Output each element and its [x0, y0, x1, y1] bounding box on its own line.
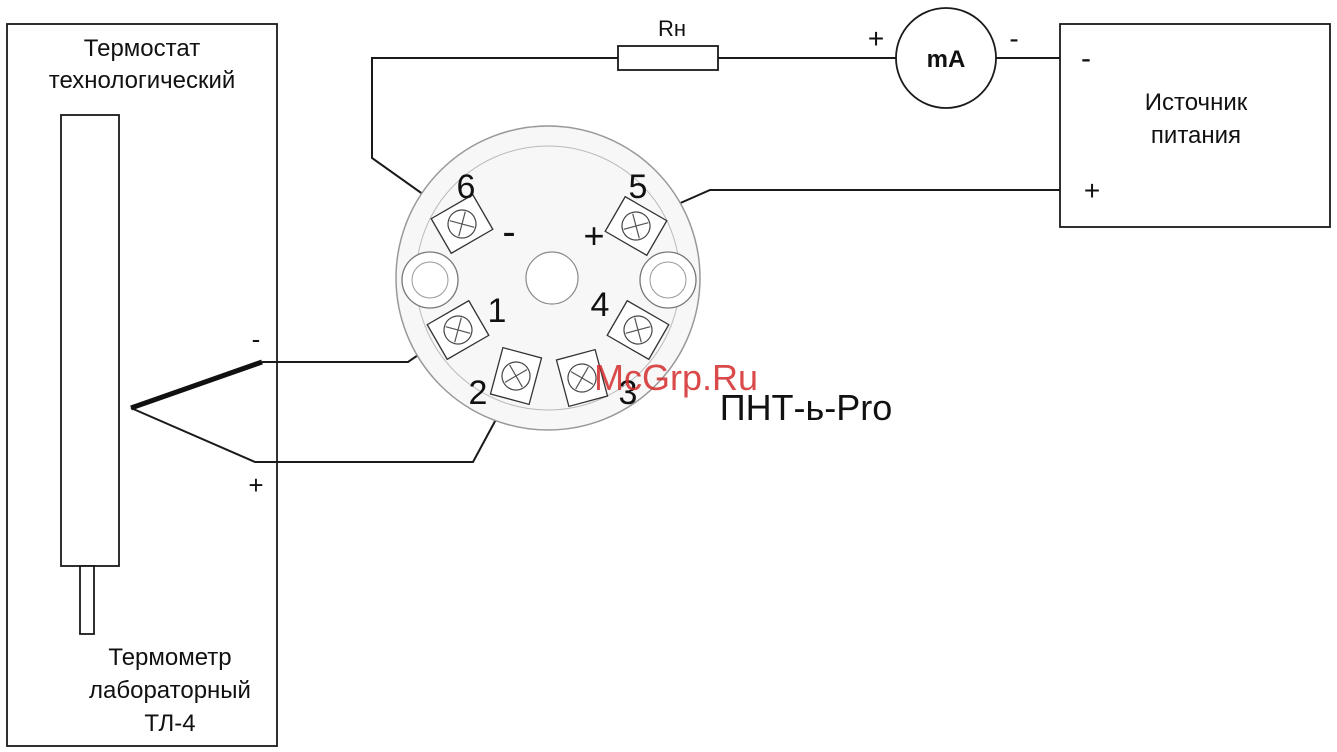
- power-supply-label-line2: питания: [1151, 122, 1241, 149]
- resistor-label: Rн: [658, 16, 686, 41]
- converter-model-label: ПНТ-ь-Pro: [720, 387, 893, 428]
- thermometer-label-line2: лабораторный: [89, 677, 251, 704]
- terminal-5-sign: +: [583, 215, 604, 256]
- terminal-4-number: 4: [591, 286, 610, 324]
- terminal-6-sign: -: [502, 210, 515, 254]
- thermometer-stem: [80, 566, 94, 634]
- terminal-5-number: 5: [629, 168, 648, 206]
- ammeter-plus-sign: +: [868, 23, 884, 54]
- mount-screw-right: [640, 252, 696, 308]
- thermostat-box: [7, 24, 277, 746]
- terminal-2-number: 2: [469, 374, 488, 412]
- thermometer-label-line3: ТЛ-4: [144, 710, 195, 737]
- ammeter-minus-sign: -: [1009, 23, 1018, 54]
- converter-center-hole: [526, 252, 578, 304]
- power-supply-plus-sign: +: [1084, 175, 1100, 206]
- terminal-1-number: 1: [488, 292, 507, 330]
- power-supply-label-line1: Источник: [1145, 89, 1248, 116]
- thermostat-title-line1: Термостат: [84, 35, 200, 62]
- mount-screw-left: [402, 252, 458, 308]
- power-supply-minus-sign: -: [1081, 42, 1091, 75]
- thermometer-label-line1: Термометр: [108, 644, 231, 671]
- resistor: [618, 46, 718, 70]
- terminal-6-number: 6: [457, 168, 476, 206]
- thermometer-body: [61, 115, 119, 566]
- thermostat-title-line2: технологический: [49, 67, 236, 94]
- loop-wire-terminal5: [660, 190, 1060, 212]
- thermocouple-plus-sign: +: [248, 470, 263, 500]
- ammeter-label: mA: [927, 46, 966, 73]
- thermocouple-minus-sign: -: [252, 324, 261, 354]
